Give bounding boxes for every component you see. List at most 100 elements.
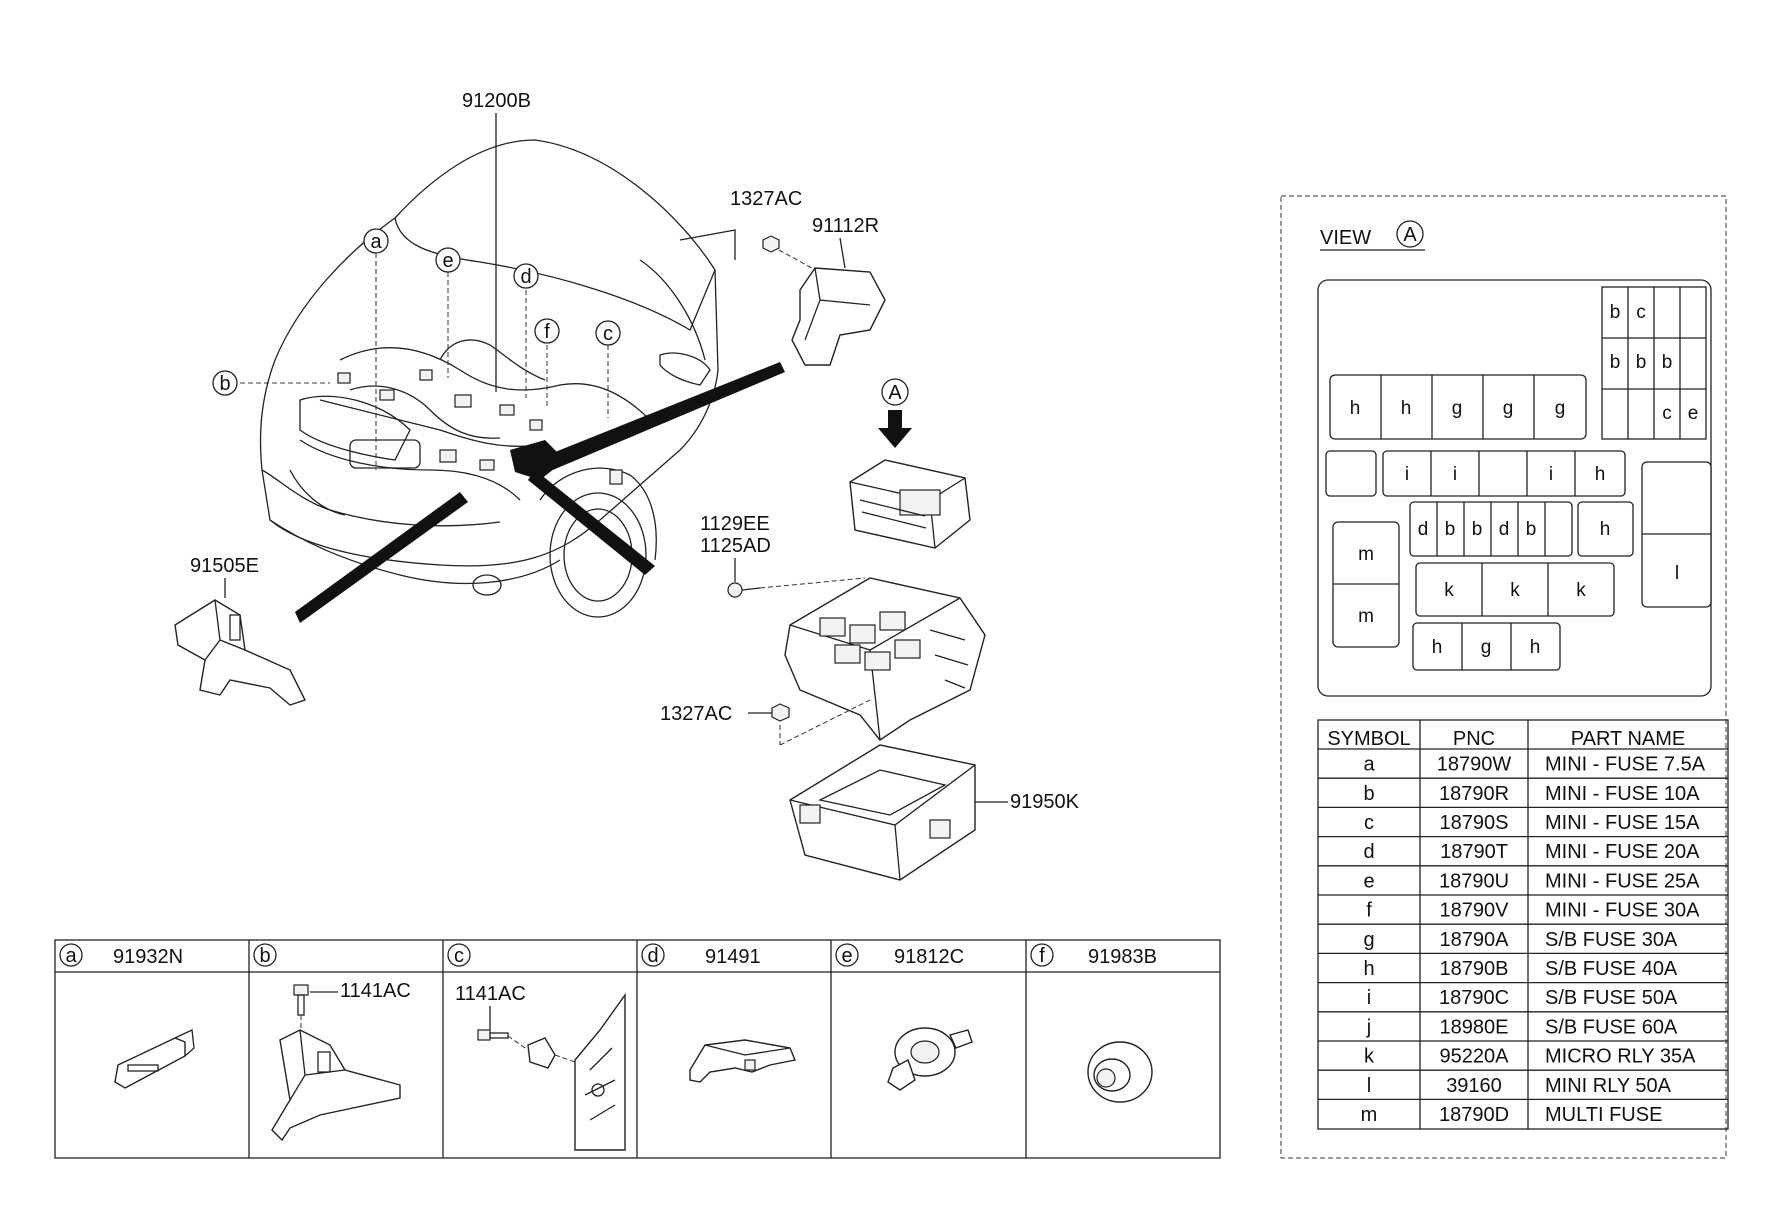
view-row-1: h h g g g bbox=[1329, 374, 1587, 440]
table-cell-part-name: MINI RLY 50A bbox=[1545, 1075, 1672, 1097]
panel-d: d 91491 bbox=[641, 943, 796, 1083]
view-row-2: i i i h bbox=[1325, 450, 1626, 497]
table-cell-part-name: MINI - FUSE 30A bbox=[1545, 900, 1700, 922]
panel-c: c 1141AC bbox=[447, 943, 626, 1151]
table-cell-symbol: e bbox=[1363, 870, 1374, 892]
svg-text:b: b bbox=[1610, 302, 1621, 323]
table-cell-pnc: 39160 bbox=[1446, 1075, 1502, 1097]
table-cell-pnc: 18790T bbox=[1440, 841, 1508, 863]
svg-text:k: k bbox=[1510, 580, 1520, 601]
callout-c: c bbox=[595, 320, 621, 346]
svg-text:b: b bbox=[1662, 352, 1673, 373]
svg-text:c: c bbox=[454, 945, 464, 967]
svg-text:h: h bbox=[1600, 519, 1611, 540]
svg-text:1327AC: 1327AC bbox=[660, 703, 732, 725]
table-cell-symbol: h bbox=[1363, 958, 1374, 980]
callout-a: a bbox=[363, 228, 389, 254]
table-row: l 39160 MINI RLY 50A bbox=[1367, 1075, 1672, 1097]
svg-text:b: b bbox=[1526, 519, 1537, 540]
svg-text:k: k bbox=[1444, 580, 1454, 601]
svg-text:b: b bbox=[1445, 519, 1456, 540]
table-cell-pnc: 18790R bbox=[1439, 783, 1509, 805]
svg-text:i: i bbox=[1453, 464, 1457, 485]
table-cell-part-name: MICRO RLY 35A bbox=[1545, 1046, 1696, 1068]
svg-text:d: d bbox=[1499, 519, 1510, 540]
table-cell-pnc: 95220A bbox=[1440, 1046, 1510, 1068]
svg-text:e: e bbox=[442, 250, 453, 272]
nut-lower: 1327AC bbox=[660, 699, 871, 746]
svg-text:f: f bbox=[544, 321, 550, 343]
table-cell-symbol: m bbox=[1361, 1104, 1378, 1126]
table-header-symbol: SYMBOL bbox=[1327, 728, 1410, 750]
svg-text:1327AC: 1327AC bbox=[730, 188, 802, 210]
panel-b: b 1141AC bbox=[253, 943, 411, 1142]
svg-text:b: b bbox=[1636, 352, 1647, 373]
svg-text:b: b bbox=[219, 373, 230, 395]
svg-text:A: A bbox=[1403, 224, 1417, 246]
svg-text:i: i bbox=[1549, 464, 1553, 485]
table-header-pnc: PNC bbox=[1453, 728, 1495, 750]
svg-text:d: d bbox=[520, 266, 531, 288]
bracket-91112r: 91112R bbox=[791, 215, 886, 366]
view-right-box: l bbox=[1641, 461, 1712, 608]
table-cell-part-name: S/B FUSE 50A bbox=[1545, 987, 1678, 1009]
svg-text:A: A bbox=[888, 382, 902, 404]
bracket-91505e: 91505E bbox=[174, 555, 306, 706]
callout-b: b bbox=[212, 370, 238, 396]
svg-text:h: h bbox=[1595, 464, 1606, 485]
table-cell-pnc: 18790U bbox=[1439, 870, 1509, 892]
table-cell-symbol: j bbox=[1366, 1016, 1371, 1038]
view-top-grid: b c b b b c e bbox=[1601, 286, 1707, 440]
panel-a: a 91932N bbox=[59, 943, 195, 1089]
svg-text:b: b bbox=[259, 945, 270, 967]
harness-callouts: a b c d e f bbox=[212, 228, 621, 470]
svg-text:1141AC: 1141AC bbox=[340, 980, 411, 1002]
svg-text:91812C: 91812C bbox=[894, 946, 964, 968]
table-cell-symbol: b bbox=[1363, 783, 1374, 805]
svg-text:91950K: 91950K bbox=[1010, 791, 1080, 813]
svg-text:c: c bbox=[1662, 403, 1672, 424]
svg-text:c: c bbox=[603, 323, 613, 345]
lower-cover-91950k: 91950K bbox=[789, 744, 1080, 881]
table-cell-pnc: 18790W bbox=[1437, 754, 1512, 776]
table-cell-symbol: a bbox=[1363, 754, 1375, 776]
svg-text:g: g bbox=[1555, 398, 1566, 419]
table-cell-symbol: k bbox=[1364, 1046, 1375, 1068]
svg-text:g: g bbox=[1452, 398, 1463, 419]
table-cell-symbol: g bbox=[1363, 929, 1374, 951]
table-cell-part-name: S/B FUSE 30A bbox=[1545, 929, 1678, 951]
svg-text:k: k bbox=[1576, 580, 1586, 601]
table-cell-symbol: l bbox=[1367, 1075, 1371, 1097]
svg-text:h: h bbox=[1401, 398, 1412, 419]
table-cell-pnc: 18980E bbox=[1440, 1016, 1509, 1038]
table-cell-symbol: d bbox=[1363, 841, 1374, 863]
table-row: k 95220A MICRO RLY 35A bbox=[1364, 1046, 1696, 1068]
svg-text:a: a bbox=[65, 945, 77, 967]
svg-text:91932N: 91932N bbox=[113, 946, 183, 968]
svg-text:1141AC: 1141AC bbox=[455, 983, 526, 1005]
view-row-4: k k k bbox=[1415, 562, 1615, 617]
svg-text:1125AD: 1125AD bbox=[700, 535, 771, 557]
svg-text:g: g bbox=[1481, 637, 1492, 658]
table-row: d 18790T MINI - FUSE 20A bbox=[1363, 841, 1700, 863]
svg-text:m: m bbox=[1358, 606, 1374, 627]
callout-d: d bbox=[513, 263, 539, 289]
table-cell-part-name: MINI - FUSE 7.5A bbox=[1545, 754, 1706, 776]
table-cell-part-name: MINI - FUSE 20A bbox=[1545, 841, 1700, 863]
table-cell-pnc: 18790D bbox=[1439, 1104, 1509, 1126]
svg-text:d: d bbox=[647, 945, 658, 967]
svg-text:h: h bbox=[1432, 637, 1443, 658]
svg-text:91983B: 91983B bbox=[1088, 946, 1157, 968]
table-row: a 18790W MINI - FUSE 7.5A bbox=[1363, 754, 1705, 776]
table-cell-symbol: i bbox=[1367, 987, 1371, 1009]
view-a-panel: VIEW A b c b b b c e h bbox=[1280, 195, 1727, 1159]
bolt-pair: 1129EE 1125AD bbox=[700, 513, 866, 598]
